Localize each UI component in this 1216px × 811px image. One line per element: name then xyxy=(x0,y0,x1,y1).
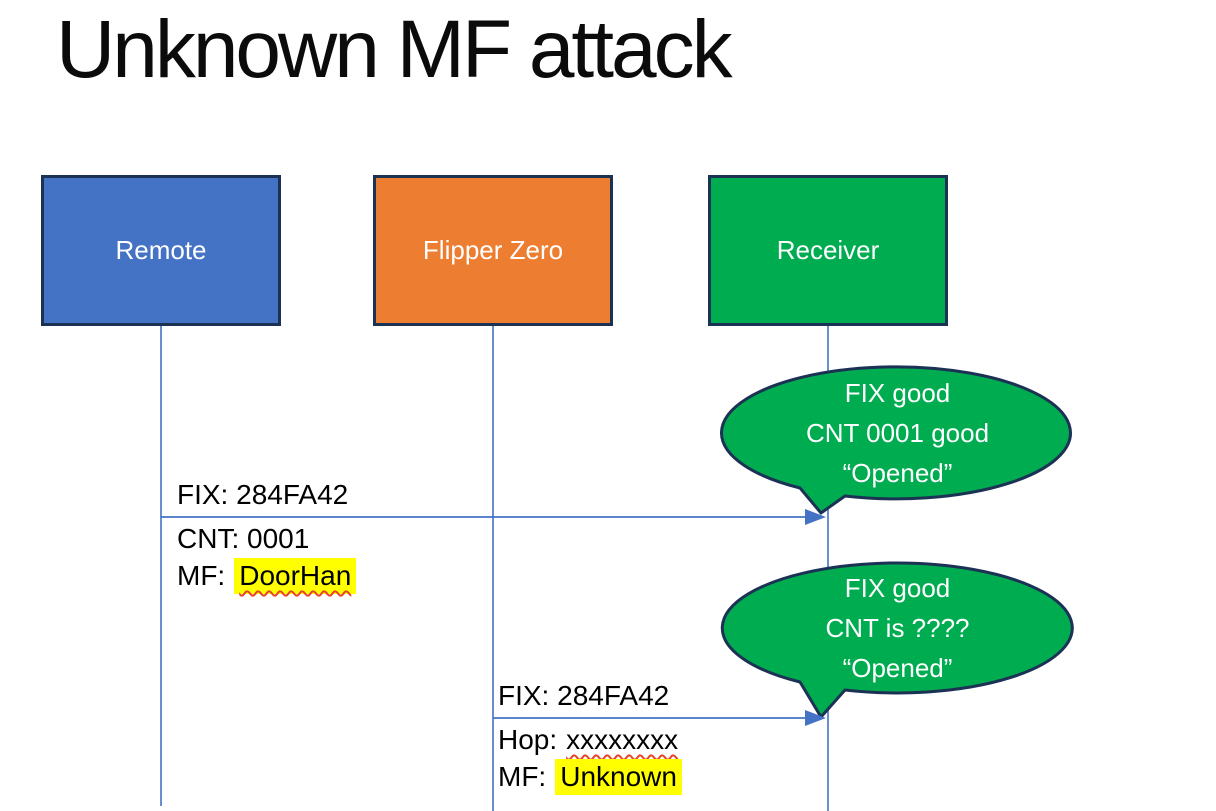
bubble1-line2: CNT 0001 good xyxy=(805,418,990,448)
message1-mf-label: MF: DoorHan xyxy=(177,558,357,594)
actor-label-receiver: Receiver xyxy=(776,235,880,265)
message2-mf-label: MF: Unknown xyxy=(498,759,682,795)
bubble1-line3: “Opened” xyxy=(842,458,953,488)
message2-mf-prefix: MF: xyxy=(498,761,547,792)
bubble1-line1: FIX good xyxy=(844,378,951,408)
message2-hop-value-squiggle: xxxxxxxx xyxy=(566,724,679,755)
actor-label-remote: Remote xyxy=(115,235,207,265)
slide-title: Unknown MF attack xyxy=(56,4,733,95)
message1-fix-label: FIX: 284FA42 xyxy=(177,479,349,510)
bubble2-line2: CNT is ???? xyxy=(825,613,970,643)
actor-box-receiver: Receiver xyxy=(708,175,948,326)
message1-mf-value-highlighted: DoorHan xyxy=(234,558,357,594)
speech-bubble-2 xyxy=(720,561,1074,719)
speech-bubble-1 xyxy=(719,365,1072,515)
actor-box-flipper-zero: Flipper Zero xyxy=(373,175,613,326)
message1-cnt-label: CNT: 0001 xyxy=(177,523,310,554)
message2-arrowhead xyxy=(805,710,826,726)
message2-hop-label: Hop: xxxxxxxx xyxy=(498,723,678,757)
message1-mf-prefix: MF: xyxy=(177,560,226,591)
message2-mf-value-highlighted: Unknown xyxy=(555,759,682,795)
message1-arrowhead xyxy=(805,509,826,525)
bubble2-line3: “Opened” xyxy=(842,653,953,683)
message2-hop-prefix: Hop: xyxy=(498,724,558,755)
speech-bubble-2-text: FIX good CNT is ???? “Opened” xyxy=(723,562,1072,694)
bubble2-line1: FIX good xyxy=(844,573,951,603)
actor-label-flipper-zero: Flipper Zero xyxy=(422,235,564,265)
actor-box-remote: Remote xyxy=(41,175,281,326)
speech-bubble-1-text: FIX good CNT 0001 good “Opened” xyxy=(723,367,1072,499)
message2-fix-label: FIX: 284FA42 xyxy=(498,680,670,711)
